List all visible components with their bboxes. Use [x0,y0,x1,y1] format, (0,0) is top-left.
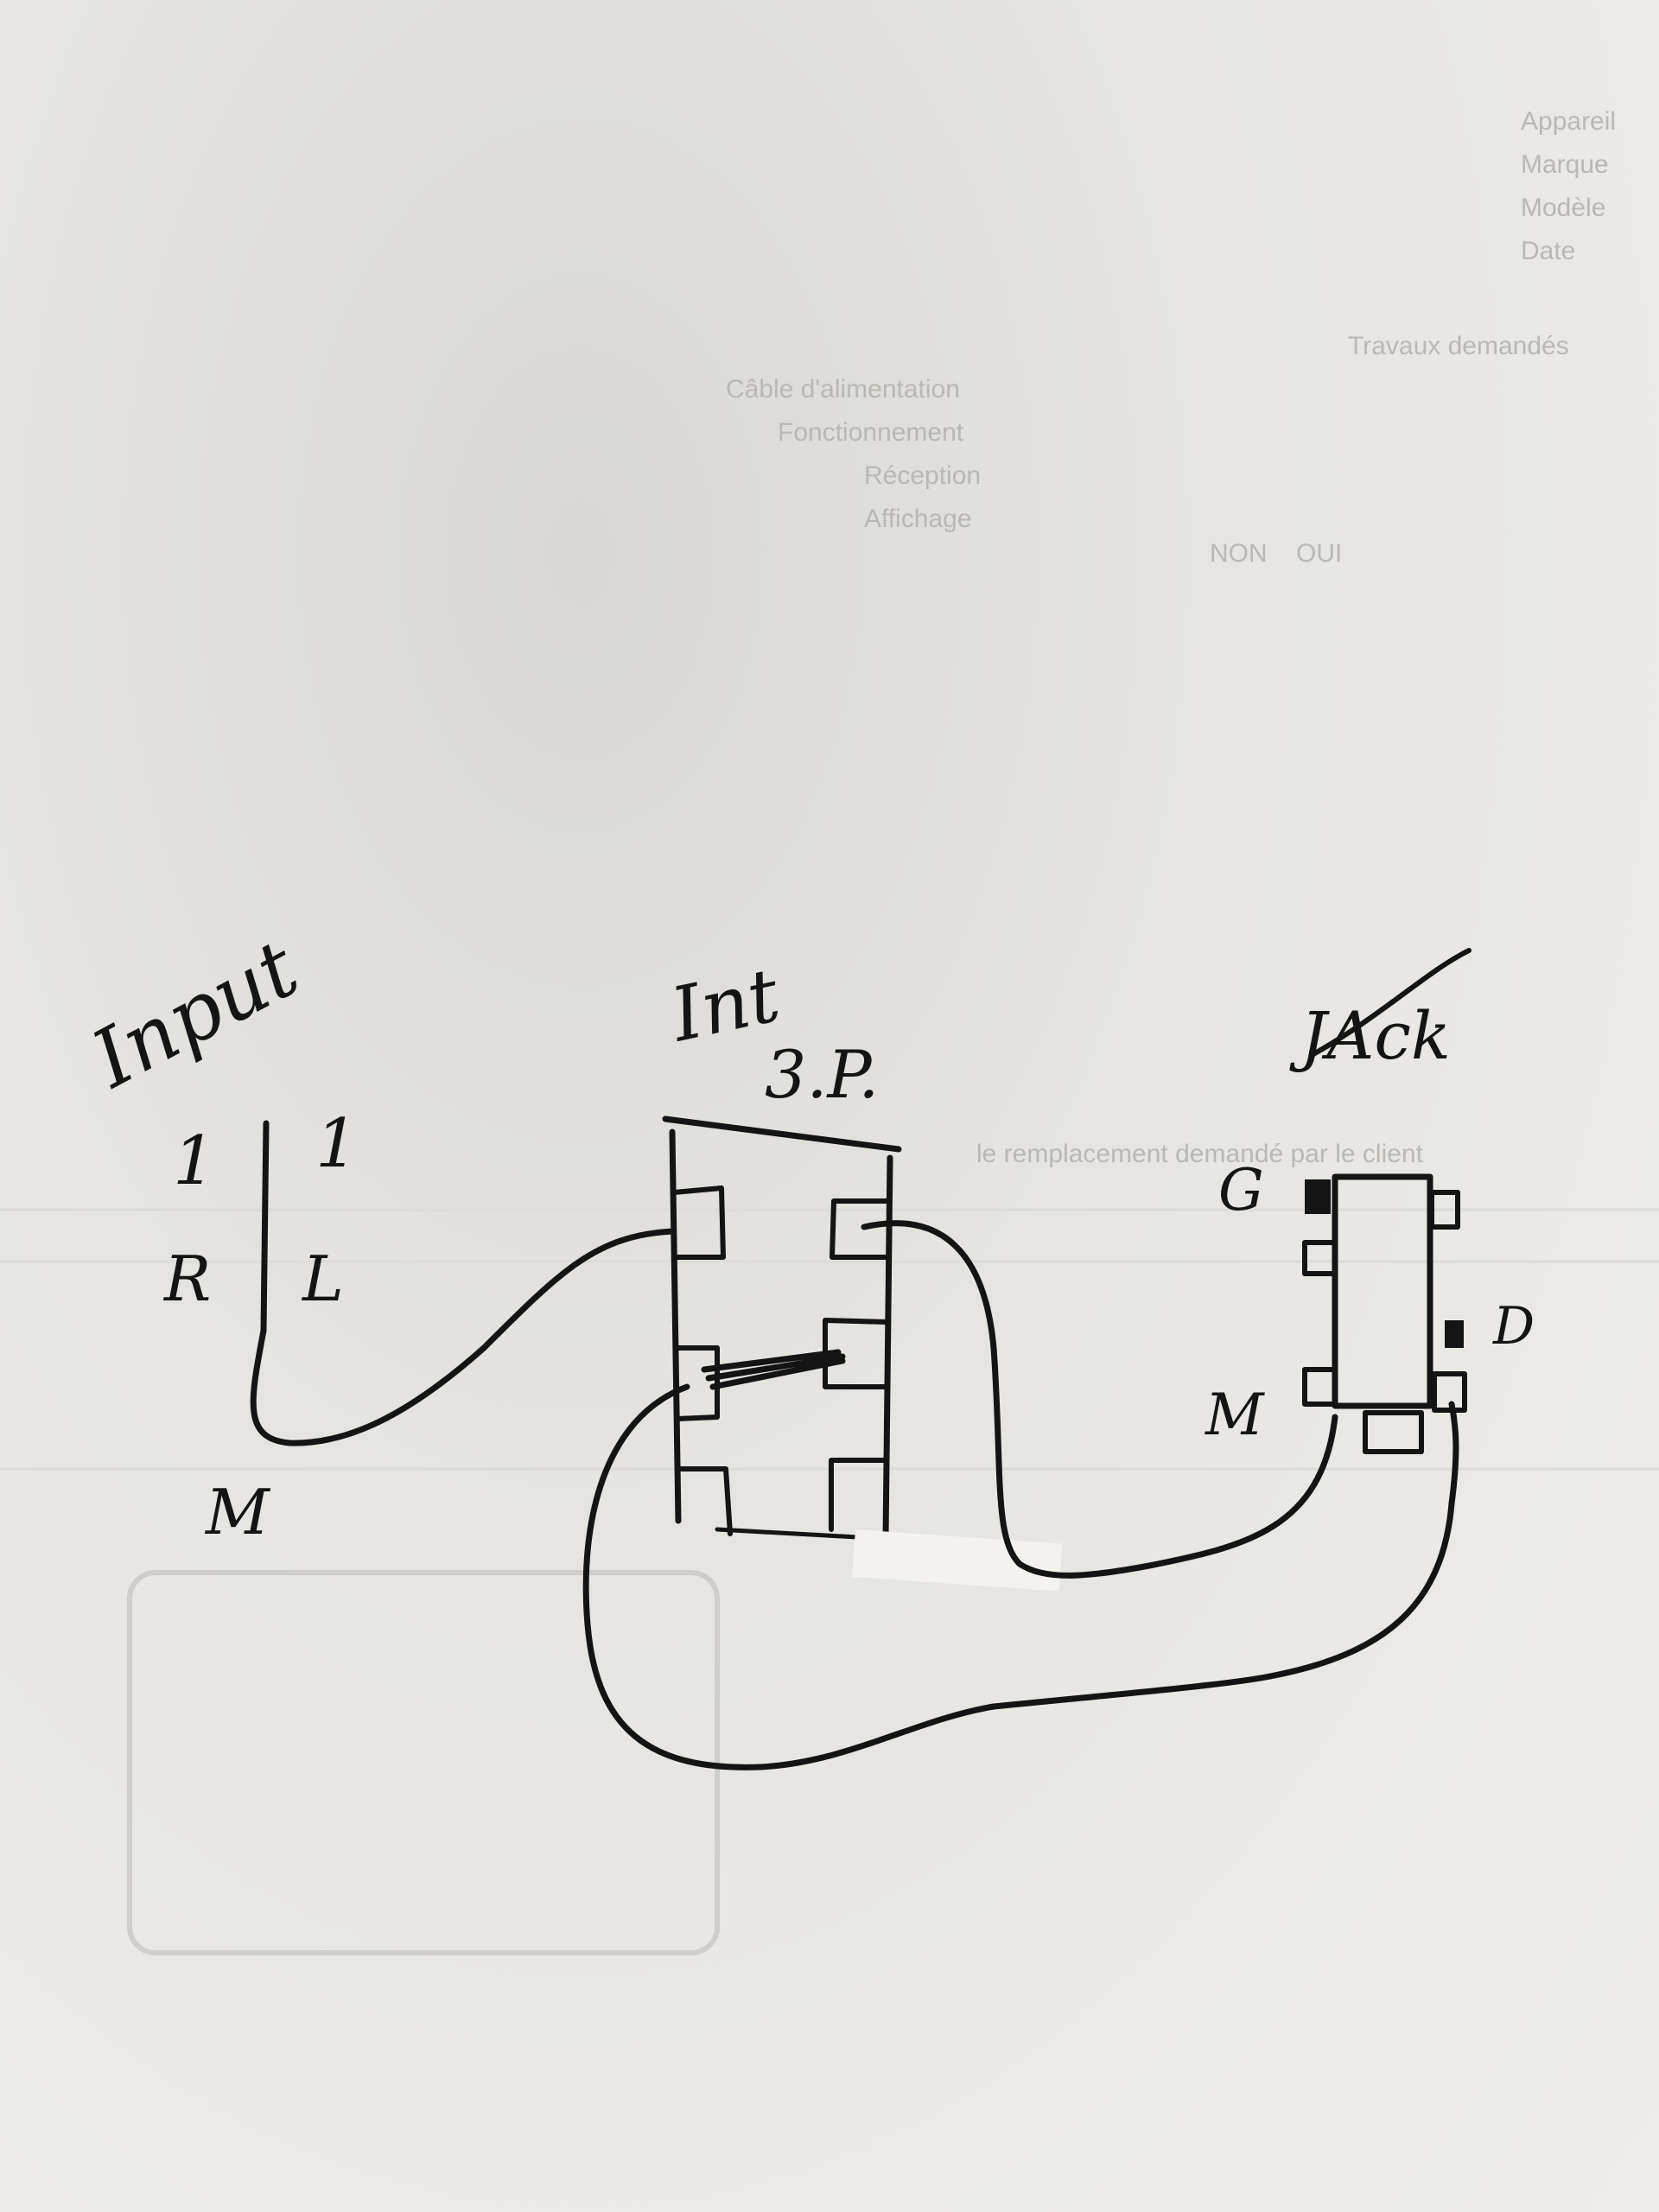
jack-pin-g: G [1218,1157,1264,1224]
switch-pin-right-1 [830,1198,891,1260]
ghost-text: OUI [1296,539,1342,568]
jack-tab-d [1445,1320,1464,1348]
wire-switch-to-jack-m [861,1220,1338,1579]
jack-tab-right-1 [1429,1190,1460,1230]
switch-right-edge [882,1154,893,1541]
tape-strip [852,1529,1063,1592]
switch-pin-left-3 [675,1466,733,1536]
jack-body [1332,1173,1433,1409]
jack-tab-g [1305,1179,1331,1214]
input-pin-r: R [162,1243,211,1315]
input-pin-m: M [204,1476,271,1548]
ghost-text: Travaux demandés [1348,332,1569,360]
background-form: Appareil Marque Modèle Date Travaux dema… [0,107,1659,1955]
input-label: Input [76,922,313,1107]
switch-bottom-bridge [715,1527,875,1541]
switch-pin-left-1 [671,1185,726,1260]
input-pin-1a: 1 [173,1122,216,1200]
input-pin-1b: 1 [315,1105,359,1183]
switch-top-edge [662,1116,902,1153]
jack-pin-m: M [1205,1382,1265,1448]
ghost-text: Appareil [1521,107,1616,136]
ghost-box [127,1570,720,1955]
jack-connector: JAck G D M [1205,948,1535,1454]
switch-pin-right-3 [829,1458,887,1532]
jack-tab-right-3 [1432,1371,1467,1413]
input-pin-l: L [301,1243,344,1315]
jack-label: JAck [1289,997,1451,1074]
input-block: Input 1 1 R L M [76,922,358,1548]
jack-tab-m [1302,1367,1338,1407]
ghost-text: Câble d'alimentation [726,375,960,404]
ghost-text: Fonctionnement [778,418,964,447]
wire-switch-to-jack-d [582,1383,1459,1770]
switch-pin-left-2 [673,1345,720,1421]
ghost-text: Date [1521,237,1575,265]
ghost-text: Marque [1521,150,1609,179]
switch-sublabel: 3.P. [765,1036,879,1113]
ghost-text: Affichage [864,505,972,533]
jack-barrel [1363,1410,1424,1454]
jack-tab-left-2 [1302,1240,1338,1276]
switch-left-edge [669,1128,682,1524]
switch-internal-bridge [701,1349,846,1390]
input-separator-line [260,1120,270,1334]
ghost-text: Réception [864,461,981,490]
wire-input-to-switch [250,1228,676,1446]
ghost-text: Modèle [1521,194,1605,222]
ghost-text: NON [1210,539,1268,568]
ghost-text: le remplacement demandé par le client [976,1140,1424,1168]
jack-label-flourish [1311,948,1471,1057]
jack-pin-d: D [1492,1296,1535,1357]
